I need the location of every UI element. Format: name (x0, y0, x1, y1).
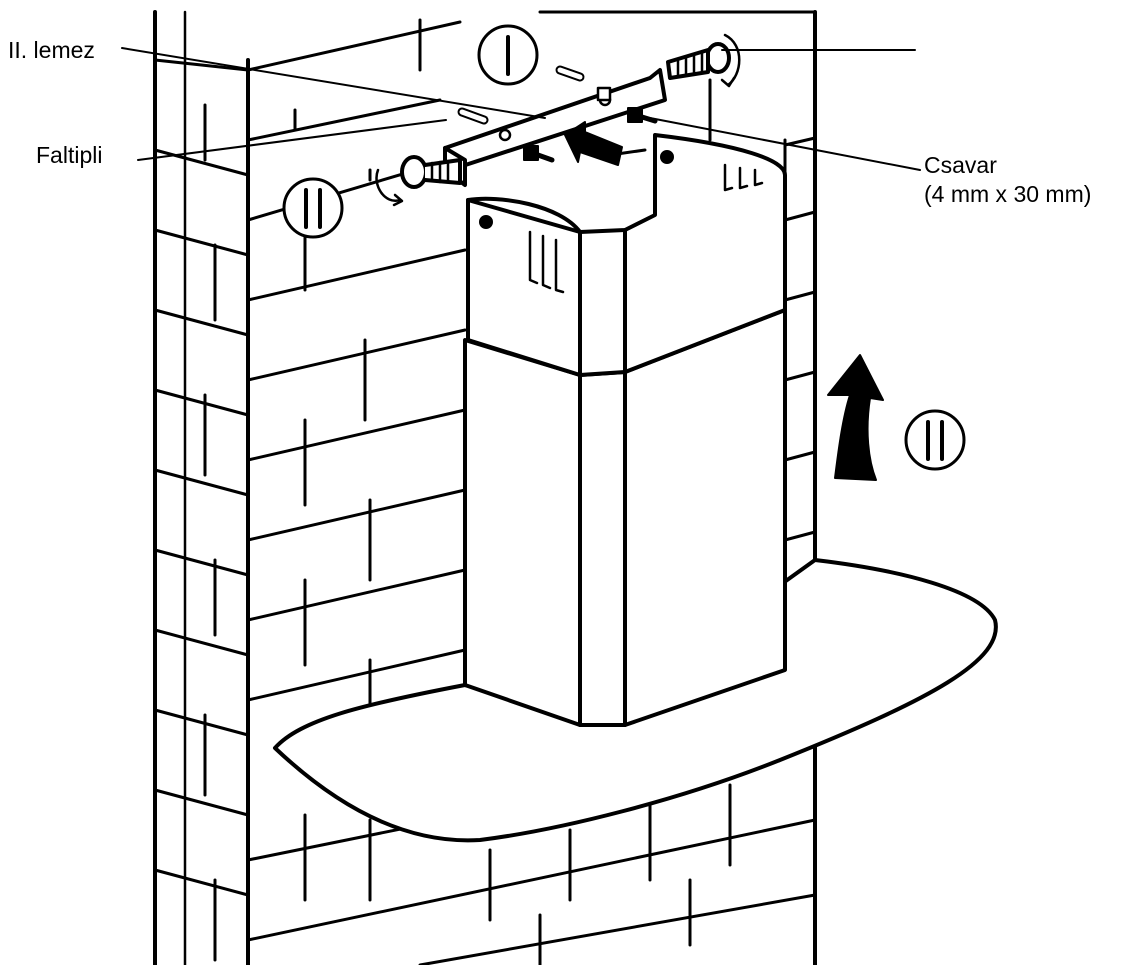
push-arrow-icon (564, 121, 623, 166)
screw-label: Csavar (924, 152, 997, 178)
step-marker-i (477, 24, 539, 86)
step-marker-ii-top (282, 177, 344, 239)
dowel-label: Faltipli (36, 142, 103, 168)
screw-large-left (375, 155, 462, 207)
screw-hole-right (660, 150, 674, 164)
leader-lines (121, 47, 921, 171)
step-marker-ii-right (904, 409, 966, 471)
plate-label: II. lemez (8, 37, 95, 63)
mounting-plate (443, 68, 667, 187)
screw-size-label: (4 mm x 30 mm) (924, 181, 1092, 207)
chimney-upper-cover (466, 133, 787, 377)
lift-arrow-icon (827, 354, 884, 481)
small-screw-left (523, 145, 555, 163)
screw-large-right (666, 33, 741, 88)
screw-hole-left (479, 215, 493, 229)
small-screw-right (627, 107, 658, 124)
